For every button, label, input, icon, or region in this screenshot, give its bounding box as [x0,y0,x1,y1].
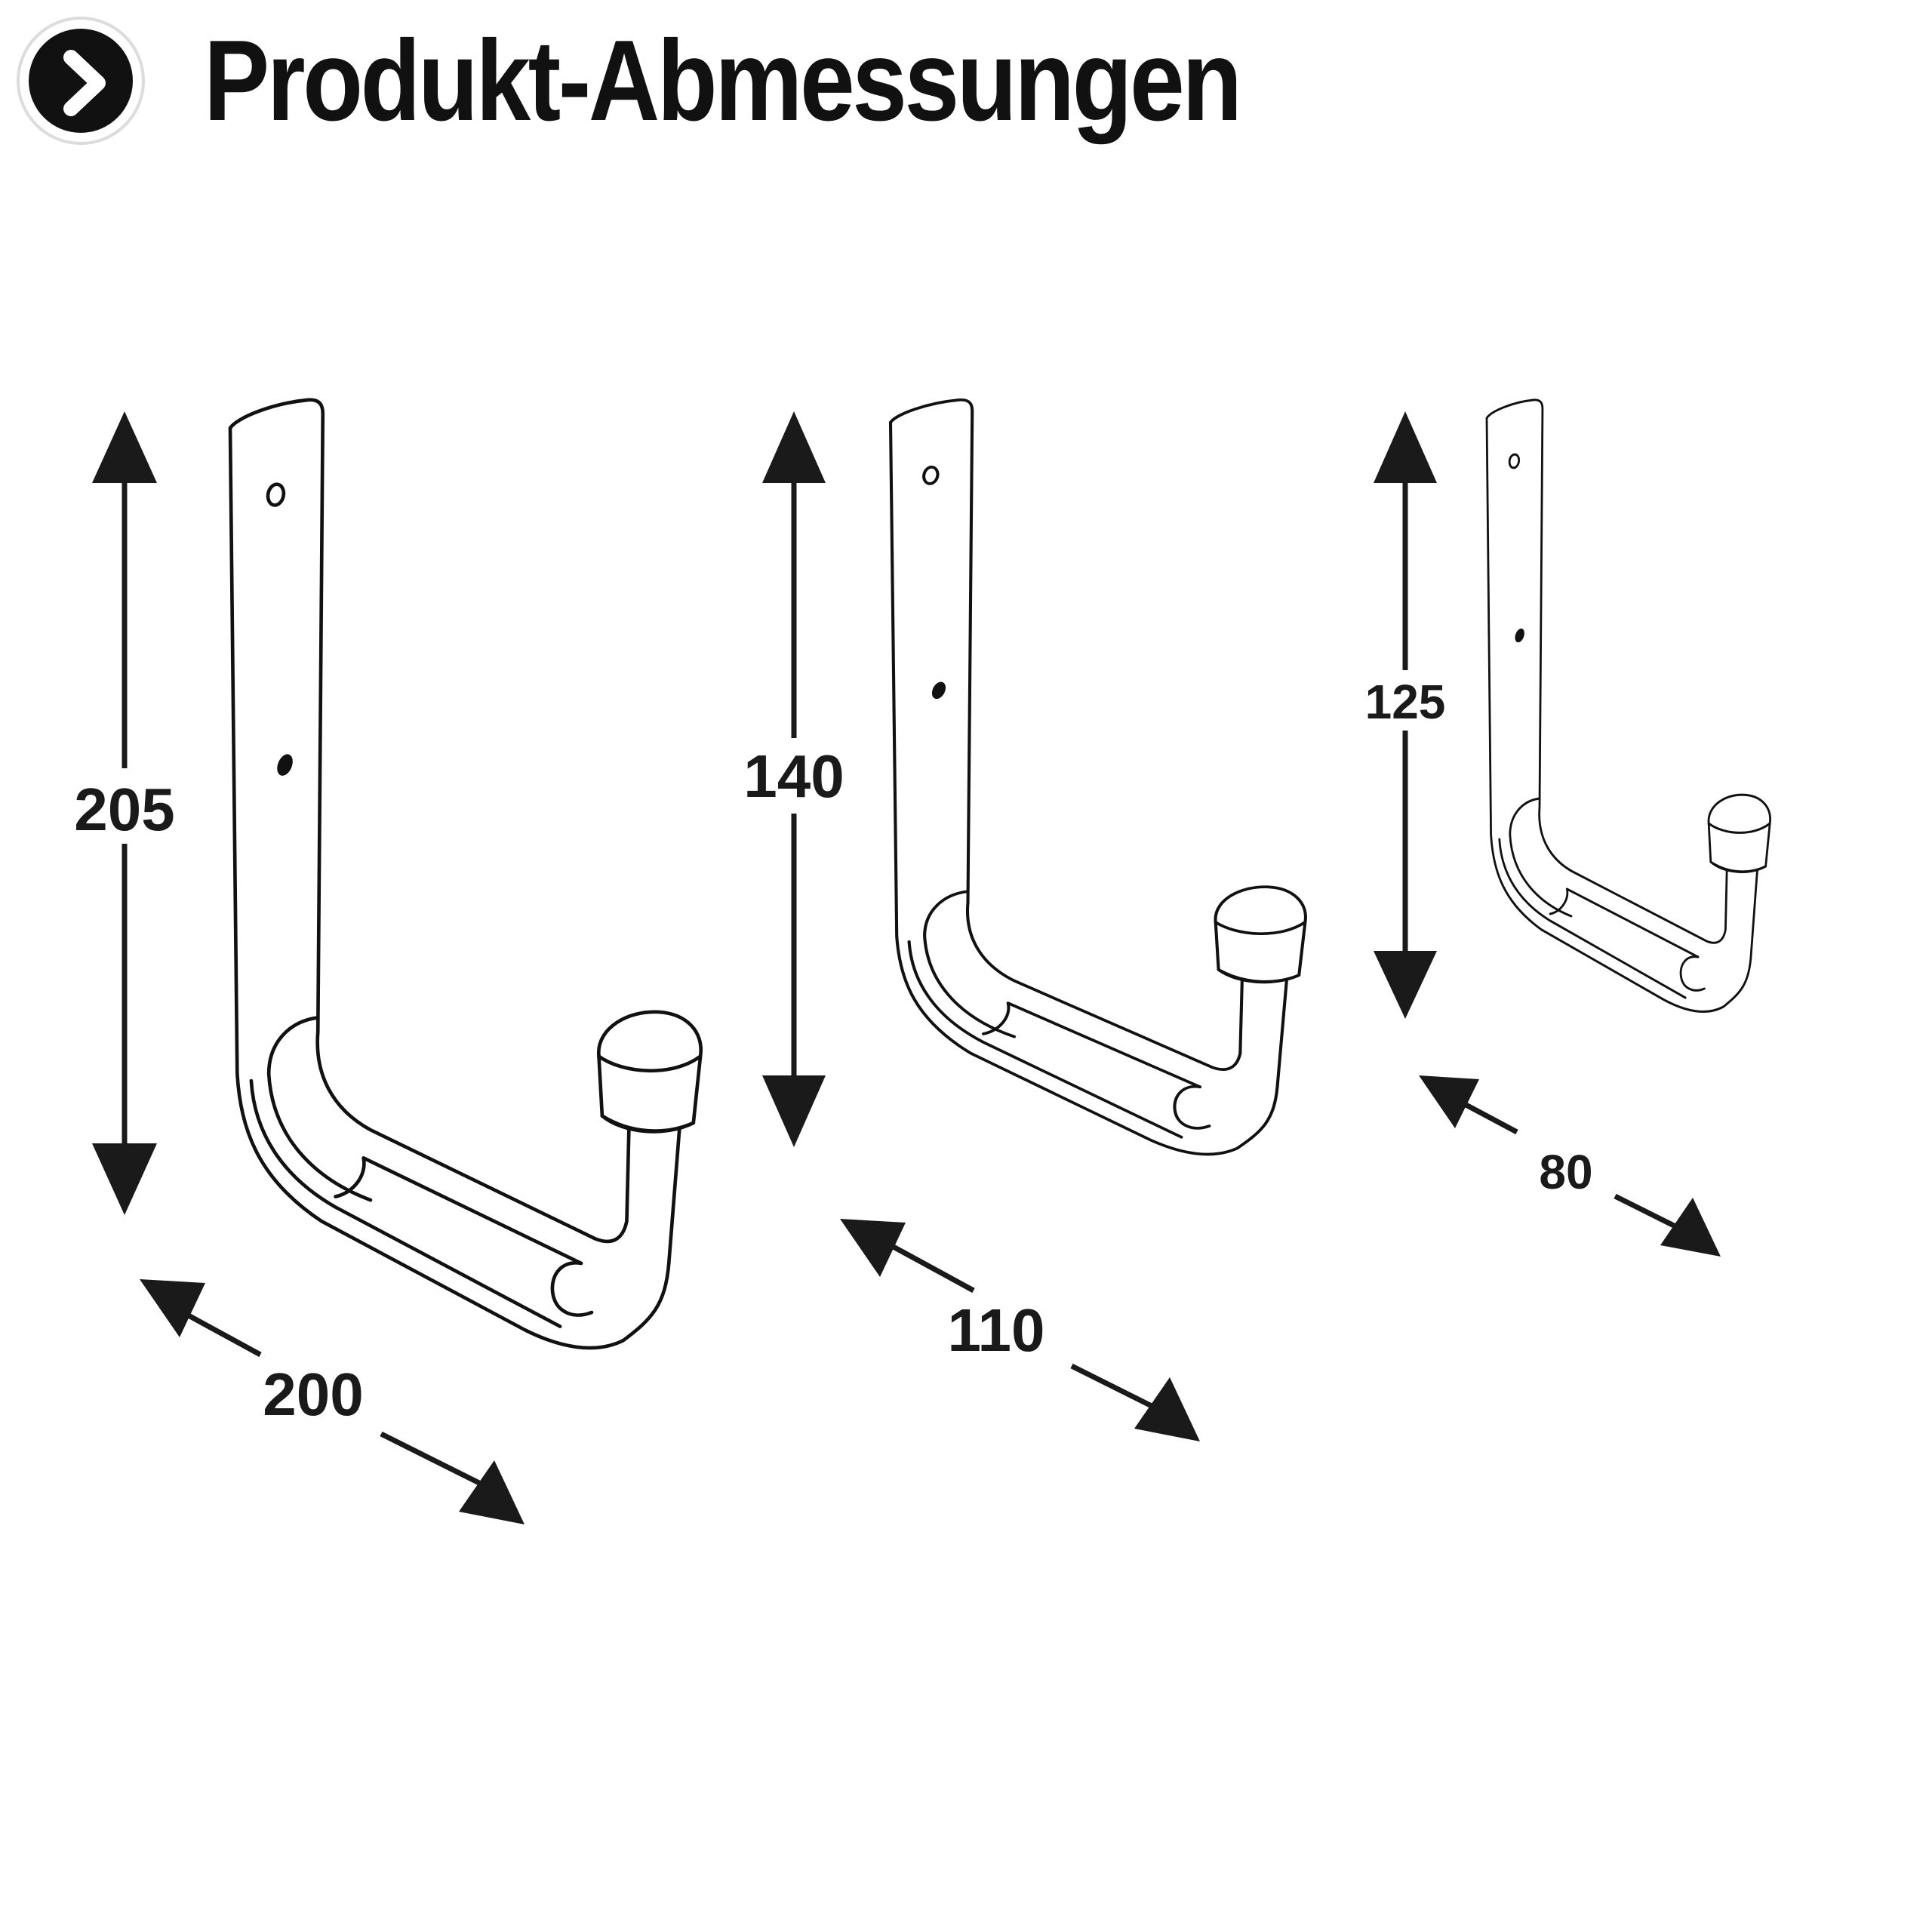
height-label-2: 140 [743,743,844,810]
height-label-3: 125 [1365,675,1446,729]
chevron-right-icon [63,50,106,116]
width-label-3: 80 [1539,1145,1592,1199]
width-arrow-1 [140,1279,525,1524]
width-arrow-2 [840,1219,1200,1441]
width-arrow-3 [1419,1075,1721,1257]
width-label-2: 110 [947,1297,1044,1364]
hook-large [230,400,701,1348]
page-header: Produkt-Abmessungen [0,0,1932,166]
height-label-1: 205 [74,776,174,843]
page-title: Produkt-Abmessungen [204,17,1242,145]
chevron-button-fill [29,29,133,133]
chevron-button[interactable] [17,17,145,145]
width-label-1: 200 [263,1361,363,1428]
hook-medium [891,400,1306,1155]
hook-small [1485,398,1772,1013]
